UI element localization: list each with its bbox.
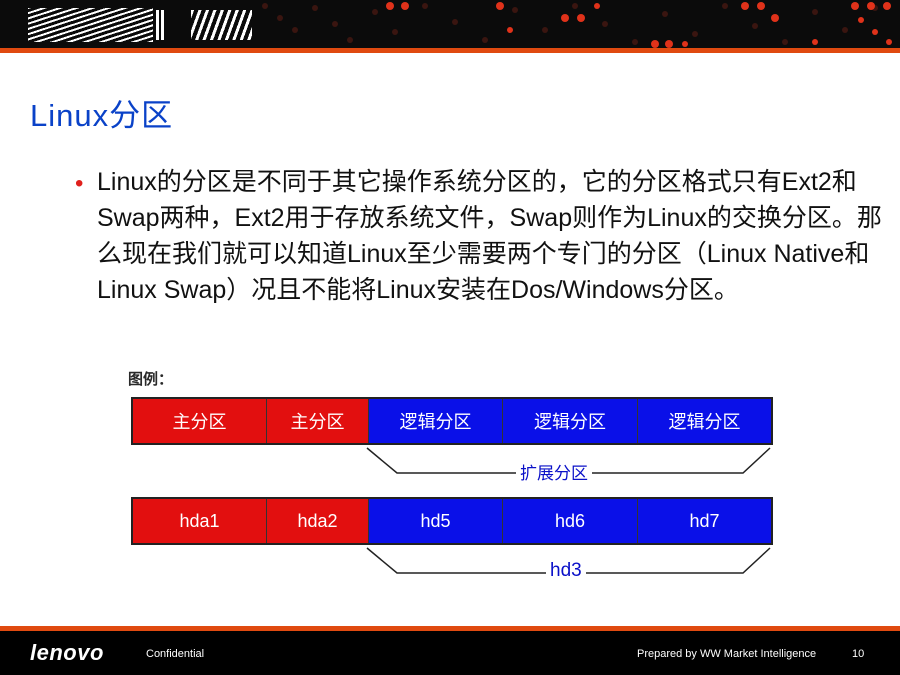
bullet-icon: • bbox=[75, 170, 84, 197]
partition-row-types: 主分区 主分区 逻辑分区 逻辑分区 逻辑分区 bbox=[131, 397, 773, 445]
partition-cell-hda2: hda2 bbox=[266, 499, 368, 543]
extended-partition-label: 扩展分区 bbox=[516, 459, 592, 484]
slide-title: Linux分区 bbox=[30, 98, 174, 133]
partition-cell-logical: 逻辑分区 bbox=[502, 399, 637, 443]
header-accent-line bbox=[0, 48, 900, 53]
logo-divider bbox=[156, 10, 159, 40]
legend-label: 图例： bbox=[128, 371, 174, 388]
hd3-label: hd3 bbox=[546, 560, 586, 582]
prepared-by-label: Prepared by WW Market Intelligence bbox=[637, 648, 817, 660]
logo-stripes bbox=[28, 8, 153, 42]
partition-cell-hd6: hd6 bbox=[502, 499, 637, 543]
header-dot-pattern bbox=[262, 2, 892, 48]
partition-cell-primary: 主分区 bbox=[133, 399, 266, 443]
logo-hatch bbox=[191, 10, 252, 40]
lenovo-logo: lenovo bbox=[30, 640, 104, 665]
partition-cell-primary: 主分区 bbox=[266, 399, 368, 443]
footer-bar: lenovo Confidential Prepared by WW Marke… bbox=[0, 631, 900, 675]
header-banner bbox=[0, 0, 900, 48]
logo-divider bbox=[161, 10, 164, 40]
partition-row-devices: hda1 hda2 hd5 hd6 hd7 bbox=[131, 497, 773, 545]
header-logo bbox=[28, 8, 252, 42]
partition-cell-logical: 逻辑分区 bbox=[637, 399, 771, 443]
confidential-label: Confidential bbox=[146, 648, 205, 660]
bullet-text: Linux的分区是不同于其它操作系统分区的，它的分区格式只有Ext2和Swap两… bbox=[97, 168, 882, 304]
partition-cell-logical: 逻辑分区 bbox=[368, 399, 502, 443]
footer-accent-line bbox=[0, 626, 900, 631]
partition-cell-hd7: hd7 bbox=[637, 499, 771, 543]
page-number: 10 bbox=[852, 648, 865, 660]
partition-cell-hda1: hda1 bbox=[133, 499, 266, 543]
partition-cell-hd5: hd5 bbox=[368, 499, 502, 543]
